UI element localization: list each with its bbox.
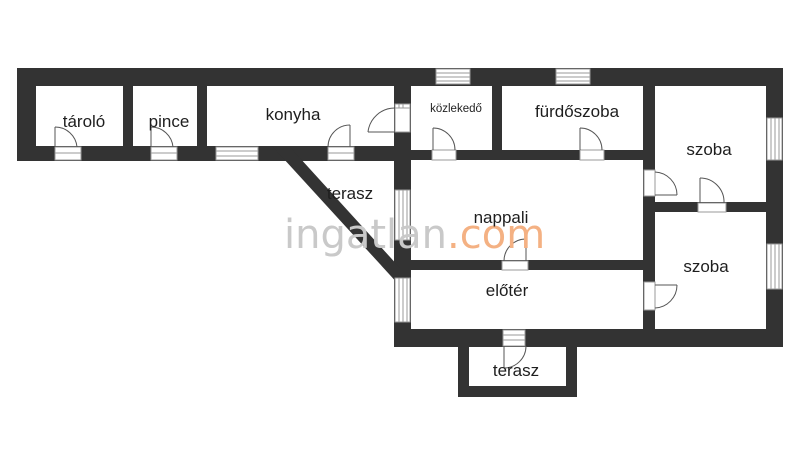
watermark: ingatlan.com [284, 212, 545, 258]
window-szoba-1-right [766, 117, 783, 161]
wall-left-notch [17, 140, 36, 161]
watermark-part2: .com [447, 212, 545, 258]
label-nappali: nappali [474, 208, 529, 227]
wall-terasz-diagonal [272, 146, 400, 286]
door-konyha [327, 124, 355, 161]
wall-kozlekedo-furdo [492, 86, 502, 158]
door-szoba-1-bottom [697, 177, 727, 213]
label-terasz-1: terasz [327, 184, 373, 203]
wall-bottom [394, 329, 783, 347]
door-szoba-1-left [643, 169, 678, 197]
label-szoba-2: szoba [683, 257, 729, 276]
door-kozlekedo-konyha [367, 107, 411, 133]
window-szoba-2-right [766, 243, 783, 290]
wall-terasz-bottom-left [458, 345, 469, 397]
door-terasz-bottom [502, 329, 527, 369]
door-taroló [54, 126, 82, 161]
wall-terasz-bottom-right [566, 345, 577, 397]
label-kozlekedo: közlekedő [430, 103, 482, 115]
door-szoba-2 [643, 281, 678, 311]
label-pince: pince [149, 112, 190, 131]
wall-taroló-pince [123, 86, 133, 156]
label-szoba-1: szoba [686, 140, 732, 159]
window-konyha-bottom [215, 146, 259, 161]
window-kozlekedo-top [435, 68, 471, 85]
wall-terasz-bottom-base [458, 386, 577, 397]
label-furdoszoba: fürdőszoba [535, 102, 620, 121]
wall-szoba-column [643, 86, 655, 340]
label-terasz-2: terasz [493, 361, 539, 380]
doors [54, 107, 727, 369]
wall-left [17, 68, 36, 160]
label-taroló: tároló [63, 112, 106, 131]
window-furdoszoba-top [555, 68, 591, 85]
watermark-part1: ingatlan [284, 212, 447, 258]
room-labels: tároló pince konyha közlekedő fürdőszoba… [63, 102, 732, 380]
window-eloter-left [394, 277, 411, 323]
door-furdoszoba [579, 127, 605, 161]
wall-top [17, 68, 783, 86]
wall-furdo-bottom [405, 150, 655, 160]
door-pince [150, 126, 178, 161]
wall-pince-konyha [197, 86, 207, 156]
door-kozlekedo [431, 127, 457, 161]
door-nappali [501, 238, 529, 271]
label-eloter: előtér [486, 281, 529, 300]
window-nappali-left [394, 189, 411, 241]
label-konyha: konyha [266, 105, 321, 124]
